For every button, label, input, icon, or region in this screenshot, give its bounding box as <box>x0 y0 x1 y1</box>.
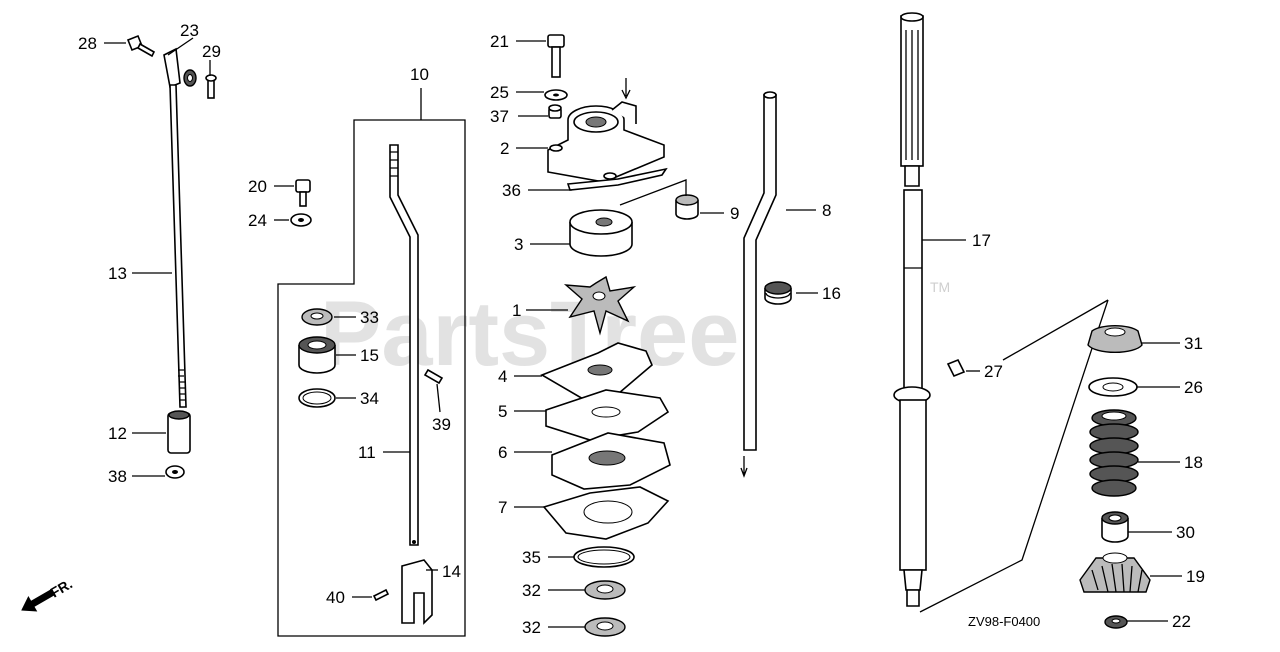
part-8-water-tube[interactable] <box>743 91 777 451</box>
part-37-collar[interactable] <box>548 104 562 119</box>
callout-40: 40 <box>326 588 345 607</box>
part-33-seal[interactable] <box>301 308 333 326</box>
callout-8: 8 <box>822 201 831 220</box>
part-2-pump-housing[interactable] <box>547 101 665 183</box>
part-12-coupler[interactable] <box>167 410 191 454</box>
part-25-washer[interactable] <box>544 89 568 101</box>
callout-33: 33 <box>360 308 379 327</box>
callout-14: 14 <box>442 562 461 581</box>
callout-10: 10 <box>410 65 429 84</box>
callout-17: 17 <box>972 231 991 250</box>
callout-37: 37 <box>490 107 509 126</box>
part-7-gasket[interactable] <box>542 486 670 540</box>
part-15-bushing[interactable] <box>298 336 336 374</box>
part-19-pinion-gear[interactable] <box>1079 552 1151 593</box>
callout-11: 11 <box>358 443 376 462</box>
part-32-seal-lower[interactable] <box>584 617 626 637</box>
callout-36: 36 <box>502 181 521 200</box>
callout-1: 1 <box>512 301 521 320</box>
watermark: PartsTree <box>320 283 739 385</box>
callout-19: 19 <box>1186 567 1205 586</box>
part-18-spring[interactable] <box>1089 409 1139 497</box>
callout-13: 13 <box>108 264 127 283</box>
callout-9: 9 <box>730 204 739 223</box>
part-26-washer[interactable] <box>1088 377 1138 397</box>
callout-3: 3 <box>514 235 523 254</box>
watermark-tm: TM <box>930 279 950 295</box>
part-20-bolt[interactable] <box>295 179 311 207</box>
diagram-code: ZV98-F0400 <box>968 614 1040 629</box>
part-14-bracket[interactable] <box>401 559 433 625</box>
part-21-bolt[interactable] <box>547 34 565 78</box>
callout-32-upper: 32 <box>522 581 541 600</box>
part-24-washer[interactable] <box>290 213 312 227</box>
callout-38: 38 <box>108 467 127 486</box>
callout-4: 4 <box>498 367 507 386</box>
callout-26: 26 <box>1184 378 1203 397</box>
part-16-grommet[interactable] <box>764 281 792 305</box>
part-23-washer[interactable] <box>183 69 197 87</box>
callout-24: 24 <box>248 211 267 230</box>
callout-32-lower: 32 <box>522 618 541 637</box>
callout-23: 23 <box>180 21 199 40</box>
callout-22: 22 <box>1172 612 1191 631</box>
part-1-impeller[interactable] <box>563 275 637 336</box>
part-13-rod[interactable] <box>169 84 187 408</box>
callout-6: 6 <box>498 443 507 462</box>
part-35-oring[interactable] <box>573 546 635 568</box>
callout-39: 39 <box>432 415 451 434</box>
part-3-liner[interactable] <box>569 209 633 257</box>
callout-34: 34 <box>360 389 379 408</box>
callout-7: 7 <box>498 498 507 517</box>
callout-30: 30 <box>1176 523 1195 542</box>
part-6-plate[interactable] <box>551 432 671 490</box>
part-31-bearing[interactable] <box>1087 324 1143 354</box>
part-17-drive-shaft[interactable] <box>893 12 931 607</box>
part-40-pin[interactable] <box>372 588 390 602</box>
part-39-pin[interactable] <box>423 368 444 385</box>
callout-2: 2 <box>500 139 509 158</box>
callout-12: 12 <box>108 424 127 443</box>
callout-35: 35 <box>522 548 541 567</box>
part-28-bolt[interactable] <box>126 34 156 58</box>
part-27-key[interactable] <box>946 358 966 378</box>
callout-20: 20 <box>248 177 267 196</box>
part-4-plate[interactable] <box>540 342 653 404</box>
part-23-bracket[interactable] <box>163 47 181 89</box>
part-32-seal-upper[interactable] <box>584 580 626 600</box>
callout-25: 25 <box>490 83 509 102</box>
part-22-nut[interactable] <box>1104 615 1128 629</box>
part-29-pin[interactable] <box>205 74 217 99</box>
callout-15: 15 <box>360 346 379 365</box>
part-5-gasket[interactable] <box>545 389 670 441</box>
callout-21: 21 <box>490 32 509 51</box>
callout-16: 16 <box>822 284 841 303</box>
callout-27: 27 <box>984 362 1003 381</box>
part-34-oring[interactable] <box>298 388 336 408</box>
front-direction-arrow <box>21 588 56 612</box>
part-11-shift-rod[interactable] <box>389 144 419 546</box>
callout-29: 29 <box>202 42 221 61</box>
callout-31: 31 <box>1184 334 1203 353</box>
part-9-grommet[interactable] <box>675 194 699 220</box>
part-30-bushing[interactable] <box>1101 511 1129 543</box>
callout-18: 18 <box>1184 453 1203 472</box>
callout-5: 5 <box>498 402 507 421</box>
part-38-nut[interactable] <box>165 465 185 479</box>
callout-28: 28 <box>78 34 97 53</box>
